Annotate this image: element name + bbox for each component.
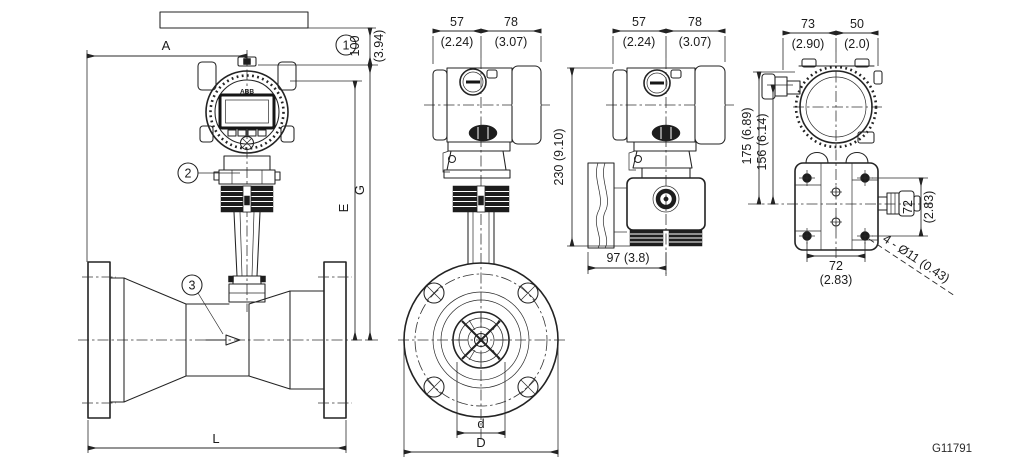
- bolt-circle: [414, 273, 548, 407]
- dim-d-label: d: [477, 416, 484, 431]
- dim-156-label: 156 (6.14): [755, 114, 769, 171]
- sensor-boss: [468, 124, 498, 142]
- dim-50-in: (2.0): [844, 37, 870, 51]
- dim-73-mm: 73: [801, 17, 815, 31]
- dim-78-mm: 78: [504, 15, 518, 29]
- cooling-fins: [220, 185, 274, 213]
- dim-L-label: L: [212, 431, 219, 446]
- callout-3: 3: [181, 274, 224, 335]
- dim-57-78: 57 (2.24) 78 (3.07): [612, 15, 726, 64]
- sight-boss: [652, 185, 680, 213]
- callout-1-label: 1: [343, 39, 350, 53]
- dim-A-label: A: [162, 38, 171, 53]
- dim-78-in: (3.07): [495, 35, 528, 49]
- bracket-arm-left: [805, 151, 829, 164]
- dim-E-label: E: [336, 203, 351, 212]
- dim-175-label: 175 (6.89): [740, 108, 754, 165]
- dim-230: 230 (9.10): [552, 67, 630, 247]
- mounting-plate: [794, 162, 921, 251]
- dim-57-mm: 57: [632, 15, 646, 29]
- callout-2: 2: [177, 162, 240, 184]
- dim-72-right-in: (2.83): [922, 191, 936, 224]
- view-side: 57 (2.24) 78 (3.07): [552, 15, 734, 276]
- callout-2-label: 2: [185, 167, 192, 181]
- dim-D: D: [403, 346, 559, 457]
- view-front: 57 (2.24) 78 (3.07): [398, 15, 566, 457]
- dim-G-label: G: [352, 185, 367, 195]
- callout-1: 1: [335, 34, 357, 56]
- dim-230-label: 230 (9.10): [552, 129, 566, 186]
- dim-156: 156 (6.14): [755, 84, 793, 205]
- transmitter-neck: [213, 155, 281, 303]
- ceiling-hatch: [159, 11, 376, 29]
- dim-72-bottom-mm: 72: [829, 259, 843, 273]
- dim-72-right-mm: 72: [901, 200, 915, 214]
- view-rear: 73 (2.90) 50 (2.0): [740, 17, 956, 297]
- sensor-boss: [651, 124, 681, 142]
- dim-100-in: (3.94): [372, 30, 386, 63]
- sensor-body: [626, 141, 706, 247]
- dim-100: 100 (3.94): [348, 27, 386, 66]
- bore-internals: [452, 311, 510, 369]
- meter-body: [78, 261, 378, 419]
- callout-3-label: 3: [189, 279, 196, 293]
- dim-78-in: (3.07): [679, 35, 712, 49]
- abb-logo: ABB: [240, 89, 254, 96]
- cable-gland-left: [761, 73, 801, 100]
- bolt-ring-dots: [794, 65, 878, 149]
- dim-57-in: (2.24): [441, 35, 474, 49]
- cooling-fins: [452, 185, 510, 213]
- mounting-holes: [799, 170, 873, 244]
- bolt-holes: [423, 282, 539, 398]
- right-flange: [323, 261, 347, 419]
- bolt-ring-dots: [209, 74, 285, 150]
- dim-100-mm: 100: [348, 36, 362, 57]
- lcd-display: ABB: [218, 89, 276, 130]
- dim-D-label: D: [476, 435, 485, 450]
- note-holes-label: 4 - Ø11 (0.43): [880, 232, 952, 286]
- cable-gland-right: [877, 190, 921, 217]
- cooling-fins: [629, 229, 703, 247]
- dim-73-in: (2.90): [792, 37, 825, 51]
- dim-78-mm: 78: [688, 15, 702, 29]
- view-installation: ABB: [78, 11, 386, 453]
- dim-E: E: [290, 80, 362, 341]
- dim-72-right: 72 (2.83): [872, 177, 936, 237]
- dim-A: A: [86, 38, 248, 262]
- dim-50-mm: 50: [850, 17, 864, 31]
- transmitter-head-front: ABB: [197, 50, 297, 312]
- dim-97: 97 (3.8): [587, 251, 667, 274]
- dim-L: L: [87, 420, 347, 453]
- bracket-arm-right: [845, 151, 869, 164]
- dim-57-mm: 57: [450, 15, 464, 29]
- neck-bracket: [442, 141, 511, 265]
- dim-d: d: [456, 362, 506, 438]
- left-flange: [87, 261, 111, 419]
- note-holes: 4 - Ø11 (0.43): [868, 232, 956, 297]
- dim-175: 175 (6.89): [740, 71, 795, 205]
- keypad: [227, 129, 267, 151]
- flow-direction-arrow: [205, 334, 241, 346]
- figure-number: G11791: [932, 443, 972, 455]
- center-holes: [830, 186, 842, 228]
- flange-face: [398, 262, 566, 418]
- pipe-wall-section: [587, 162, 627, 249]
- dim-73-50: 73 (2.90) 50 (2.0): [782, 17, 879, 70]
- dim-72-bottom: 72 (2.83): [806, 242, 866, 287]
- dim-G: G: [258, 64, 378, 341]
- dim-57-78: 57 (2.24) 78 (3.07): [432, 15, 542, 64]
- dim-72-bottom-in: (2.83): [820, 273, 853, 287]
- dim-97-label: 97 (3.8): [606, 251, 649, 265]
- dim-57-in: (2.24): [623, 35, 656, 49]
- transmitter-housing-rear: [761, 58, 883, 164]
